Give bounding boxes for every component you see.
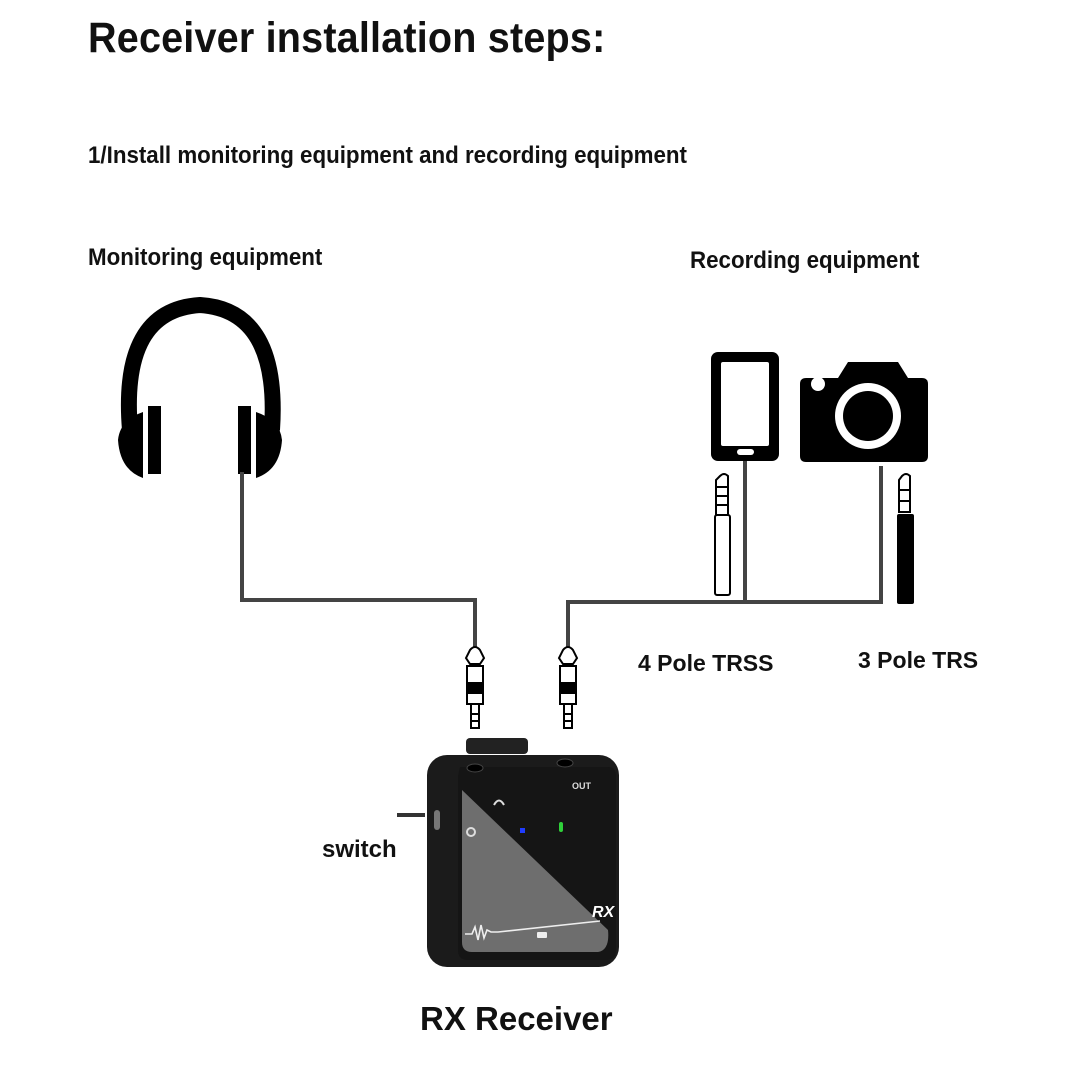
- recording-equipment-label: Recording equipment: [690, 247, 920, 274]
- monitoring-equipment-label: Monitoring equipment: [88, 244, 323, 271]
- headphone-cable: [240, 472, 477, 650]
- smartphone-icon: [711, 352, 779, 461]
- three-pole-plug-icon: [897, 473, 914, 604]
- four-pole-trss-label: 4 Pole TRSS: [638, 650, 774, 676]
- camera-cable: [745, 466, 883, 604]
- output-plug-icon: [557, 646, 579, 729]
- switch-label: switch: [322, 836, 397, 863]
- rx-receiver-label: RX Receiver: [420, 1000, 613, 1037]
- step-heading: 1/Install monitoring equipment and recor…: [88, 142, 687, 169]
- recording-cable: [566, 461, 747, 650]
- four-pole-plug-icon: [714, 473, 731, 596]
- camera-icon: [800, 362, 928, 462]
- panel-out-label: OUT: [572, 781, 592, 791]
- headphones-icon: [118, 296, 282, 478]
- panel-rx-label: RX: [592, 904, 616, 921]
- page-title: Receiver installation steps:: [88, 14, 606, 62]
- headphone-plug-icon: [464, 646, 486, 729]
- rx-receiver-device: [427, 738, 619, 967]
- three-pole-trs-label: 3 Pole TRS: [858, 647, 979, 673]
